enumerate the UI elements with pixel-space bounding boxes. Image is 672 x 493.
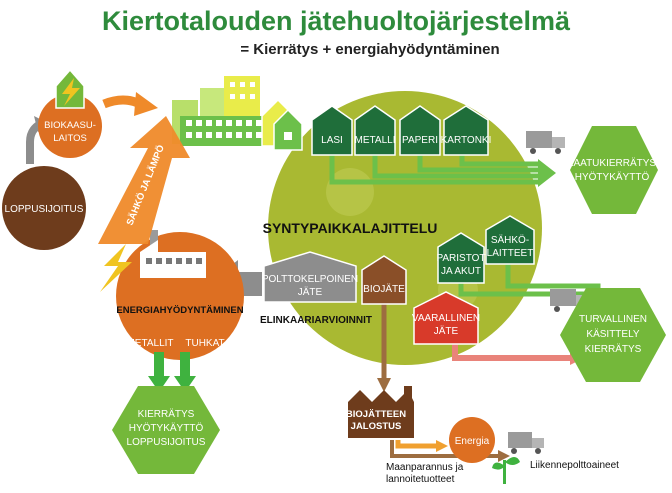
svg-text:KÄSITTELY: KÄSITTELY xyxy=(586,328,639,340)
svg-text:TURVALLINEN: TURVALLINEN xyxy=(579,314,647,325)
bin-kartonki: KARTONKI xyxy=(441,105,492,156)
svg-text:JA AKUT: JA AKUT xyxy=(441,266,481,277)
sprout-icon xyxy=(492,457,520,484)
svg-text:KIERRÄTYS: KIERRÄTYS xyxy=(138,408,195,420)
page-title: Kiertotalouden jätehuoltojärjestelmä xyxy=(102,6,571,36)
svg-text:lannoitetuotteet: lannoitetuotteet xyxy=(386,474,455,485)
factory-icon xyxy=(140,230,206,278)
down-arrows xyxy=(148,352,196,392)
svg-text:Maanparannus ja: Maanparannus ja xyxy=(386,462,464,473)
lifecycle-label: ELINKAARIARVIOINNIT xyxy=(260,315,372,326)
final-disposal-circle xyxy=(2,166,86,250)
svg-text:BIOJÄTE: BIOJÄTE xyxy=(363,283,405,295)
svg-text:KIERRÄTYS: KIERRÄTYS xyxy=(585,343,642,355)
arrow-to-quality-recycling xyxy=(538,159,556,187)
svg-text:LAITOS: LAITOS xyxy=(53,133,87,144)
biogas-plant-circle xyxy=(38,94,102,158)
bio-processing-factory xyxy=(348,386,414,438)
bin-lasi: LASI xyxy=(311,105,353,156)
svg-text:PAPERI: PAPERI xyxy=(402,135,438,146)
svg-text:Liikennepolttoaineet: Liikennepolttoaineet xyxy=(530,460,619,471)
svg-text:TUHKAT: TUHKAT xyxy=(185,338,224,349)
svg-text:BIOKAASU-: BIOKAASU- xyxy=(44,120,96,131)
sorting-label: SYNTYPAIKKALAJITTELU xyxy=(263,220,438,236)
lightning-icon xyxy=(100,244,132,292)
svg-text:JALOSTUS: JALOSTUS xyxy=(351,421,402,432)
svg-text:PARISTOT: PARISTOT xyxy=(436,253,485,264)
lightning-icon xyxy=(62,78,80,106)
energy-circle xyxy=(449,417,495,463)
bin-sahkolaitteet: SÄHKÖ- LAITTEET xyxy=(485,215,535,265)
svg-text:Energia: Energia xyxy=(455,436,490,447)
svg-text:LASI: LASI xyxy=(321,135,343,146)
bin-polttokelpoinen xyxy=(263,251,357,303)
bin-metalli: METALLI xyxy=(354,105,396,156)
arrow-to-energy xyxy=(395,440,438,449)
bin-vaarallinen: VAARALLINEN JÄTE xyxy=(412,291,480,345)
svg-text:HYÖTYKÄYTTÖ: HYÖTYKÄYTTÖ xyxy=(129,422,204,434)
arrow-biowaste xyxy=(377,378,391,392)
svg-text:SÄHKÖ-: SÄHKÖ- xyxy=(491,234,529,246)
energy-recovery-label: ENERGIAHYÖDYNTÄMINEN xyxy=(116,305,243,316)
heat-power-arrow xyxy=(98,116,190,244)
bin-paperi: PAPERI xyxy=(399,105,441,156)
truck-icon xyxy=(526,131,565,154)
svg-text:HYÖTYKÄYTTÖ: HYÖTYKÄYTTÖ xyxy=(575,171,650,183)
bin-biojate: BIOJÄTE xyxy=(361,255,407,305)
svg-text:POLTTOKELPOINEN: POLTTOKELPOINEN xyxy=(262,274,358,285)
bin-paristot: PARISTOT JA AKUT xyxy=(436,232,486,284)
svg-text:LAATUKIERRÄTYS: LAATUKIERRÄTYS xyxy=(568,157,656,169)
svg-text:BIOJÄTTEEN: BIOJÄTTEEN xyxy=(346,409,406,420)
safe-handling-hexagon xyxy=(560,288,666,382)
svg-text:LOPPUSIJOITUS: LOPPUSIJOITUS xyxy=(127,437,206,448)
hazardous-flow-line xyxy=(452,342,572,361)
orange-arrow-top xyxy=(102,95,143,109)
recycling-hexagon-left xyxy=(112,386,220,474)
truck-icon xyxy=(508,432,544,454)
svg-text:LAITTEET: LAITTEET xyxy=(487,248,534,259)
svg-text:JÄTE: JÄTE xyxy=(434,325,459,337)
page-subtitle: = Kierrätys + energiahyödyntäminen xyxy=(240,41,499,58)
orange-arrow-top-head xyxy=(134,92,158,116)
city-icon xyxy=(172,76,303,151)
quality-recycling-hexagon xyxy=(570,126,658,214)
svg-text:KARTONKI: KARTONKI xyxy=(441,135,492,146)
svg-text:METALLIT: METALLIT xyxy=(126,338,173,349)
svg-text:JÄTE: JÄTE xyxy=(298,286,323,298)
svg-text:VAARALLINEN: VAARALLINEN xyxy=(412,313,480,324)
svg-text:METALLI: METALLI xyxy=(355,135,396,146)
svg-text:LOPPUSIJOITUS: LOPPUSIJOITUS xyxy=(5,204,84,215)
